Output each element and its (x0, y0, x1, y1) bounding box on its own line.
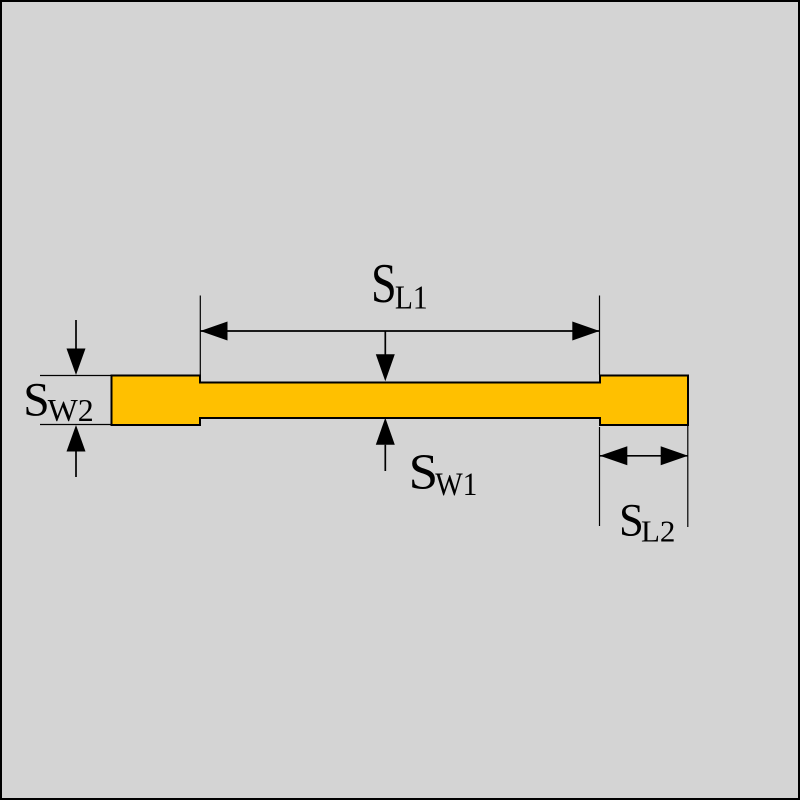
svg-text:S: S (371, 253, 397, 315)
svg-text:L2: L2 (641, 514, 675, 549)
svg-text:S: S (619, 494, 644, 546)
svg-text:W2: W2 (48, 393, 94, 428)
svg-text:S: S (23, 375, 49, 427)
svg-text:L1: L1 (395, 279, 428, 316)
svg-text:W1: W1 (435, 467, 477, 503)
svg-text:S: S (409, 445, 438, 501)
